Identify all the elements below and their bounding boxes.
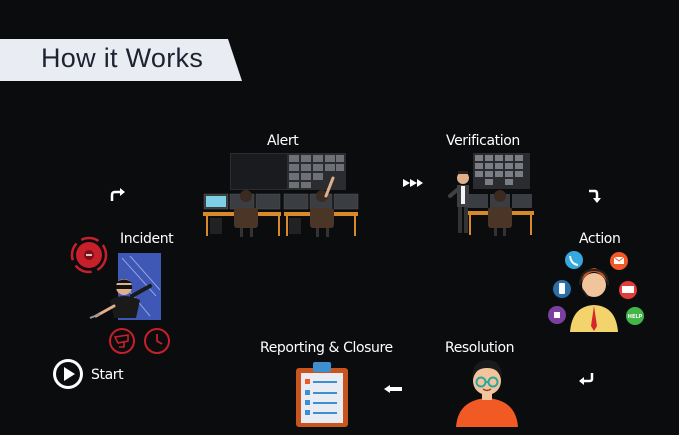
- help-icon-text: HELP: [628, 314, 643, 320]
- clipboard-report-illustration: [296, 362, 348, 427]
- verification-illustration: [448, 153, 534, 236]
- phone-icon: [565, 251, 583, 269]
- arrow-alert-to-verification-icon: [403, 179, 423, 187]
- resolution-person-illustration: [456, 360, 518, 427]
- mobile-icon: [553, 280, 571, 298]
- title-banner: [0, 39, 242, 81]
- step-label-incident: Incident: [120, 231, 174, 247]
- clock-icon: [144, 328, 170, 354]
- alert-control-room-illustration: [203, 153, 359, 237]
- alarm-icon: [548, 306, 566, 324]
- step-label-verification: Verification: [446, 133, 520, 149]
- step-label-resolution: Resolution: [445, 340, 515, 356]
- step-label-action: Action: [579, 231, 621, 247]
- arrow-resolution-to-reporting-icon: [384, 385, 402, 393]
- step-label-alert: Alert: [267, 133, 299, 149]
- cctv-camera-icon: [109, 328, 135, 354]
- mail-icon: [610, 252, 628, 270]
- action-illustration: HELP: [548, 251, 644, 332]
- page-title: How it Works: [41, 43, 204, 73]
- alarm-bell-icon: [70, 236, 108, 274]
- step-label-reporting: Reporting & Closure: [260, 340, 393, 356]
- arrow-action-to-resolution-icon: [579, 373, 594, 385]
- step-label-start: Start: [91, 367, 124, 383]
- arrow-start-to-incident-icon: [110, 188, 125, 201]
- arrow-verification-to-action-icon: [589, 189, 601, 203]
- incident-illustration: [70, 236, 170, 354]
- ambulance-icon: [619, 281, 637, 299]
- help-icon: HELP: [626, 307, 644, 325]
- start-play-icon[interactable]: [53, 359, 83, 389]
